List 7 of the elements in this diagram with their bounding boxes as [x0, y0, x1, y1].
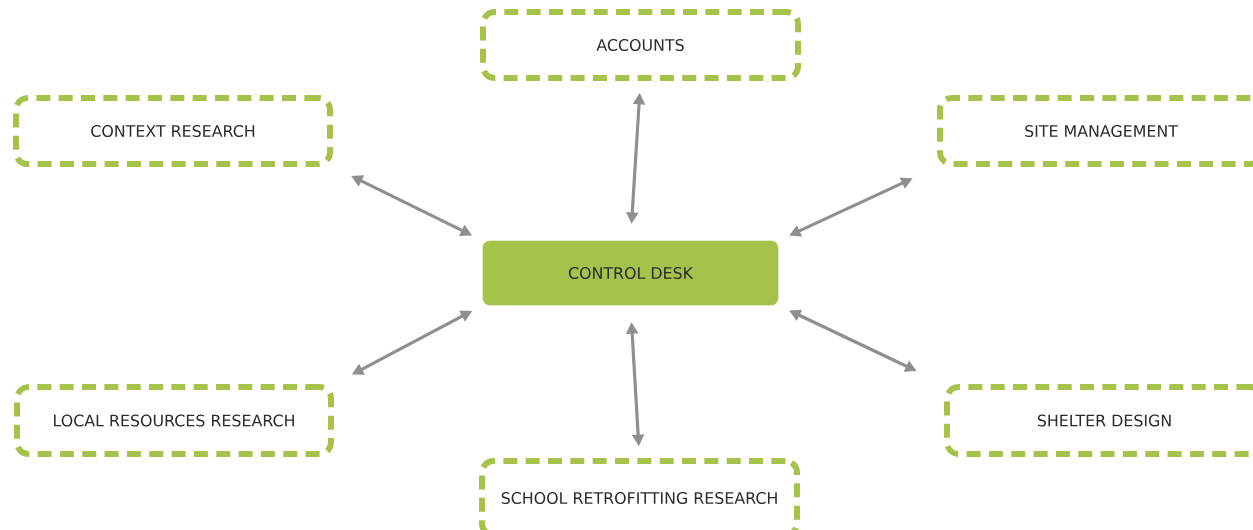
dashed-box: SHELTER DESIGN: [944, 384, 1253, 457]
dashed-box: SITE MANAGEMENT: [937, 95, 1253, 167]
control-box: CONTROL DESK: [482, 240, 779, 306]
dashed-box: LOCAL RESOURCES RESEARCH: [14, 384, 334, 457]
dashed-box: SCHOOL RETROFITTING RESEARCH: [479, 458, 800, 530]
dashed-box: ACCOUNTS: [480, 9, 801, 81]
dashed-box: CONTEXT RESEARCH: [13, 95, 333, 167]
